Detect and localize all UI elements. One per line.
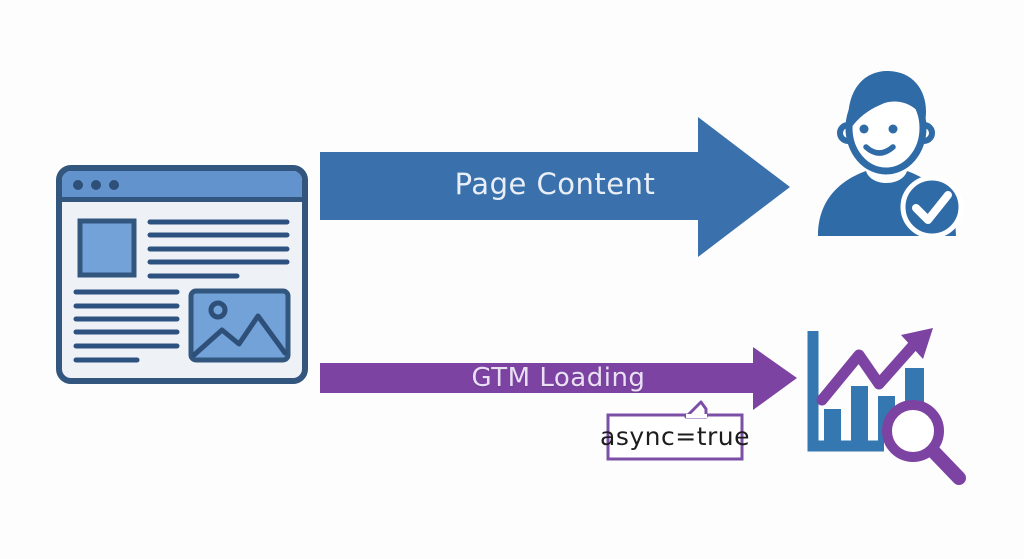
hair <box>848 70 927 131</box>
checkmark-badge-icon <box>900 175 964 239</box>
analytics-growth-chart-icon <box>807 328 966 485</box>
text-lines <box>73 289 180 363</box>
browser-dot-icon <box>73 180 83 190</box>
webpage-icon <box>56 165 308 384</box>
user-check-icon <box>818 70 964 239</box>
content-block <box>77 218 137 278</box>
chart-axes <box>807 331 884 452</box>
gtm-loading-arrow <box>320 347 797 410</box>
eye-icon <box>859 124 869 134</box>
trend-line <box>816 334 924 406</box>
text-lines <box>147 219 290 279</box>
smile <box>863 144 896 156</box>
browser-dot-icon <box>109 180 119 190</box>
image-placeholder-icon <box>188 288 291 363</box>
magnifier-icon <box>882 400 966 485</box>
callout-box <box>606 413 744 461</box>
browser-dot-icon <box>91 180 101 190</box>
browser-topbar <box>62 171 302 199</box>
async-callout <box>606 400 744 461</box>
trend-arrowhead <box>901 328 933 359</box>
eye-icon <box>888 124 898 134</box>
page-content-arrow <box>320 117 790 257</box>
